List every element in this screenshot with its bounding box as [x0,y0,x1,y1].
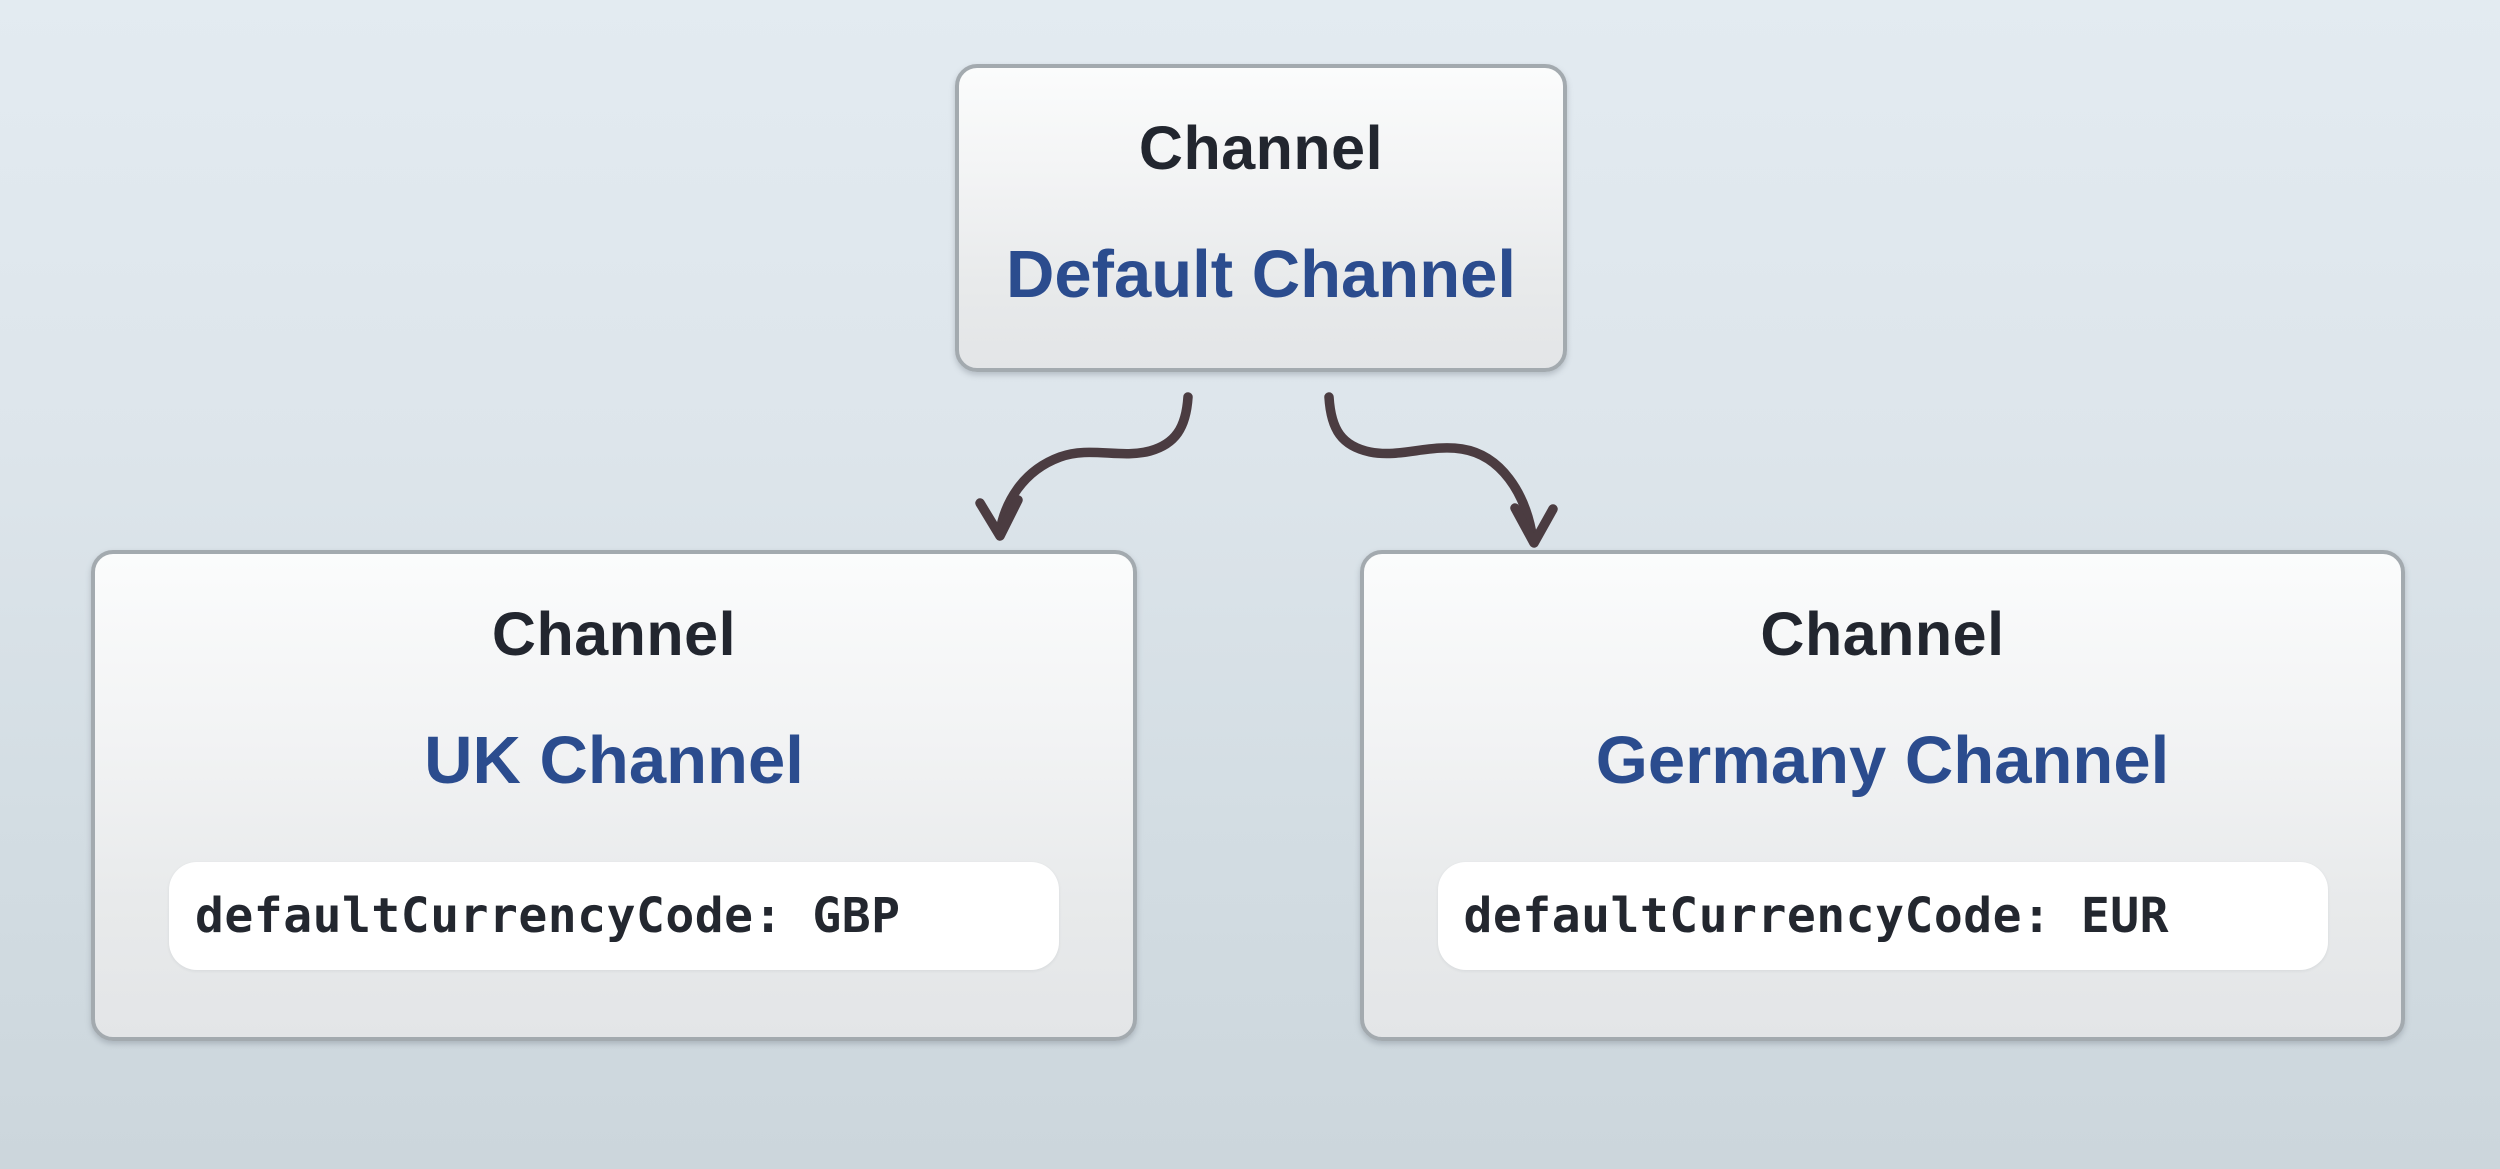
node-uk-channel: Channel UK Channel defaultCurrencyCode: … [91,550,1137,1041]
node-name-label: UK Channel [424,723,804,798]
node-germany-channel: Channel Germany Channel defaultCurrencyC… [1360,550,2405,1041]
arrowhead-to-uk [975,495,1023,541]
attribute-pill: defaultCurrencyCode: EUR [1437,862,2328,970]
node-type-label: Channel [1760,600,2005,668]
attribute-pill: defaultCurrencyCode: GBP [169,862,1059,970]
node-name-label: Default Channel [1006,237,1516,312]
node-name-label: Germany Channel [1595,723,2170,798]
node-default-channel: Channel Default Channel [955,64,1567,372]
edge-default-to-uk [995,392,1193,536]
node-type-label: Channel [1138,114,1384,182]
attribute-text: defaultCurrencyCode: GBP [195,888,901,944]
attribute-text: defaultCurrencyCode: EUR [1463,888,2170,944]
node-type-label: Channel [491,600,737,668]
edge-default-to-germany [1324,392,1538,545]
arrowhead-to-germany [1510,503,1558,548]
